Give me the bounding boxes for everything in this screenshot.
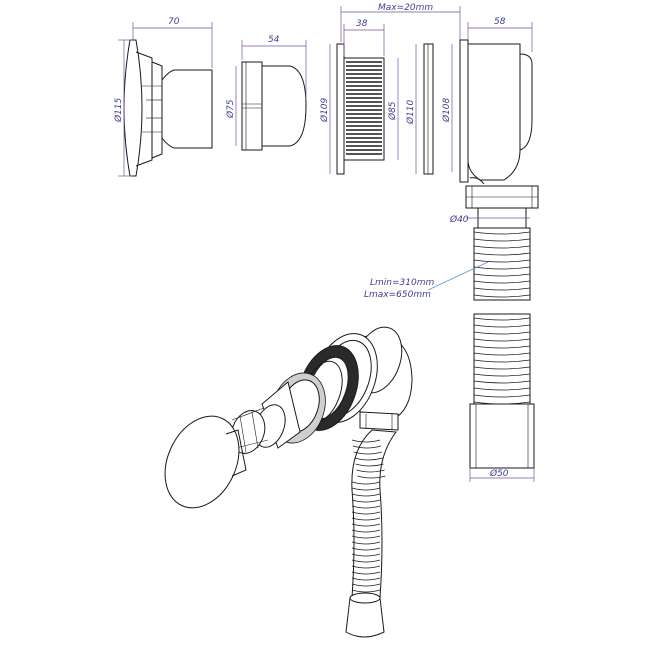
hose-segment [473, 313, 531, 405]
corrugation-rib [473, 238, 531, 242]
sleeve-part: 54 Ø75 [225, 35, 307, 151]
iso-hose-rib [351, 487, 381, 491]
elbow-width-label: 58 [494, 17, 506, 27]
iso-hose-corrugation [351, 429, 397, 599]
corrugation-rib [473, 394, 531, 398]
exploded-assembly-view [164, 326, 413, 638]
corrugation-rib [473, 259, 531, 263]
corrugation-rib [473, 345, 531, 349]
corrugation-rib [473, 338, 531, 342]
iso-hose-rib [351, 499, 381, 503]
corrugation-rib [473, 294, 531, 298]
corrugation-rib [473, 273, 531, 277]
iso-hose-rib [351, 505, 381, 509]
gasket-diameter-label: Ø110 [405, 99, 416, 125]
iso-hose-rib [356, 469, 385, 473]
corrugation-rib [473, 366, 531, 370]
iso-hose-rib [354, 457, 383, 461]
corrugation-rib [473, 231, 531, 235]
iso-hose-rib [351, 589, 381, 593]
iso-hose-rib [355, 463, 384, 467]
elbow-diameter-label: Ø108 [441, 97, 452, 123]
iso-hose-rib [351, 565, 381, 569]
iso-hose-body [351, 429, 397, 599]
iso-hose-rib [351, 535, 381, 539]
iso-hose-rib [351, 523, 381, 527]
iso-hose-rib [351, 547, 381, 551]
nut-width-label: 38 [356, 19, 368, 29]
corrugation-rib [473, 324, 531, 328]
hose-lower-corrugation [473, 313, 531, 405]
iso-hose-rib [351, 553, 381, 557]
iso-hose-rib [352, 445, 382, 449]
sleeve-width-label: 54 [268, 35, 280, 45]
iso-hose-rib [351, 439, 381, 443]
iso-hose-rib [351, 517, 381, 521]
corrugation-rib [473, 252, 531, 256]
hose-side-view: Ø40 Ø50 Lmin=310mm Lmax=650mm [364, 185, 539, 482]
threaded-nut-part: 38 Ø109 Ø85 [319, 19, 399, 175]
hose-length-min-label: Lmin=310mm [370, 278, 434, 288]
corrugation-rib [473, 380, 531, 384]
iso-hose-rib [351, 571, 381, 575]
iso-hose-rib [351, 511, 381, 515]
iso-hose-rib [351, 541, 381, 545]
cap-part: 70 Ø115 [113, 17, 213, 177]
iso-hose-rib [351, 481, 381, 485]
corrugation-rib [473, 331, 531, 335]
gasket-part: Ø110 Max=20mm [340, 3, 461, 175]
hose-outlet-diameter-label: Ø50 [489, 468, 509, 479]
iso-hose-rib [351, 577, 381, 581]
corrugation-rib [473, 387, 531, 391]
nut-threads [346, 61, 382, 155]
corrugation-rib [473, 373, 531, 377]
iso-hose-rib [351, 559, 381, 563]
cap-width-label: 70 [168, 17, 180, 27]
hose-upper-corrugation [473, 227, 531, 301]
corrugation-rib [473, 359, 531, 363]
hose-length-max-label: Lmax=650mm [364, 290, 431, 300]
nut-outer-diameter-label: Ø109 [319, 97, 330, 123]
nut-inner-diameter-label: Ø85 [387, 101, 398, 121]
cap-diameter-label: Ø115 [113, 97, 124, 123]
elbow-body-part: 58 Ø108 [441, 17, 533, 185]
iso-hose-rib [351, 529, 381, 533]
iso-hose-rib [351, 583, 381, 587]
corrugation-rib [473, 280, 531, 284]
iso-hose-rib [353, 451, 382, 455]
corrugation-rib [473, 245, 531, 249]
corrugation-rib [473, 352, 531, 356]
sleeve-diameter-label: Ø75 [225, 99, 236, 119]
corrugation-rib [473, 287, 531, 291]
max-gap-label: Max=20mm [378, 3, 433, 13]
corrugation-rib [473, 266, 531, 270]
iso-hose-rib [357, 475, 386, 479]
hose-inlet-diameter-label: Ø40 [449, 214, 469, 225]
corrugation-rib [473, 317, 531, 321]
iso-hose-rib [351, 493, 381, 497]
